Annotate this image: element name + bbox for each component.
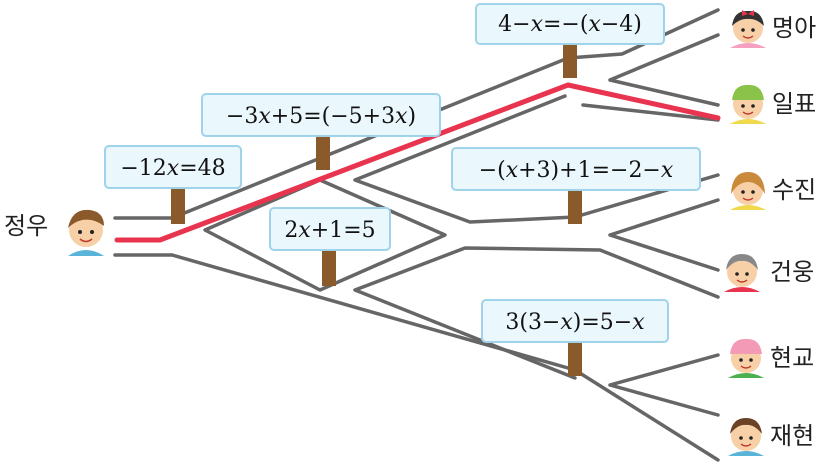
sign-expression: −(𝑥+3)+1=−2−𝑥: [479, 158, 674, 183]
destination-d5: 현교: [728, 338, 814, 378]
sign-post: [563, 40, 577, 78]
sign-s3: 2𝑥+1=5: [269, 207, 391, 286]
sign-post: [568, 186, 582, 224]
sign-board: [475, 3, 665, 45]
sign-expression: −12𝑥=48: [120, 156, 225, 181]
sign-expression: −3𝑥+5=(−5+3𝑥): [226, 104, 416, 129]
sign-board: [269, 207, 391, 251]
destination-name: 일표: [772, 90, 816, 118]
road-lower-trunk: [170, 253, 720, 462]
sign-expression: 4−𝑥=−(𝑥−4): [498, 12, 642, 37]
sign-s4: 4−𝑥=−(𝑥−4): [475, 3, 665, 78]
sign-board: [201, 93, 441, 137]
destination-name: 수진: [772, 176, 816, 204]
sign-s2: −3𝑥+5=(−5+3𝑥): [201, 93, 441, 170]
sign-s1: −12𝑥=48: [104, 145, 242, 224]
road-fork-2: [581, 103, 720, 122]
destination-d2: 일표: [730, 84, 816, 124]
road-network: [113, 8, 720, 462]
sign-s6: 3(3−𝑥)=5−𝑥: [481, 299, 669, 376]
sign-post: [322, 246, 336, 286]
road-branch-a: [353, 94, 720, 224]
boy-face-icon: [728, 418, 764, 456]
sign-board: [451, 147, 701, 191]
boy-face-icon: [68, 209, 104, 256]
destination-d4: 건웅: [724, 254, 814, 292]
road-fork-3: [608, 198, 720, 272]
road-diamond: [203, 178, 447, 292]
road-fork-4: [608, 353, 720, 417]
sign-s5: −(𝑥+3)+1=−2−𝑥: [451, 147, 701, 224]
sign-expression: 3(3−𝑥)=5−𝑥: [505, 310, 645, 335]
start-name: 정우: [4, 212, 48, 240]
girl-face-icon: [730, 172, 766, 210]
destination-name: 재현: [770, 422, 814, 450]
sign-post: [316, 132, 330, 170]
destination-d1: 명아: [730, 10, 816, 48]
sign-board: [104, 145, 242, 189]
girl-bow-face-icon: [730, 10, 766, 48]
destination-name: 현교: [770, 344, 814, 372]
destination-name: 명아: [772, 14, 816, 42]
girl-pink-cap-face-icon: [728, 338, 764, 378]
sign-post: [568, 338, 582, 376]
sign-post: [171, 184, 185, 224]
road-fork-1: [608, 33, 720, 107]
destination-d6: 재현: [728, 418, 814, 456]
start-person: 정우: [4, 209, 104, 256]
destination-name: 건웅: [770, 258, 814, 286]
destination-d3: 수진: [730, 172, 816, 210]
road-upper-trunk: [170, 8, 720, 220]
sign-expression: 2𝑥+1=5: [284, 218, 375, 243]
sign-board: [481, 299, 669, 343]
boy-cap-face-icon: [730, 84, 766, 124]
boy-grey-hair-face-icon: [724, 254, 760, 292]
road-branch-b: [353, 246, 720, 380]
highlighted-path: [114, 82, 721, 243]
